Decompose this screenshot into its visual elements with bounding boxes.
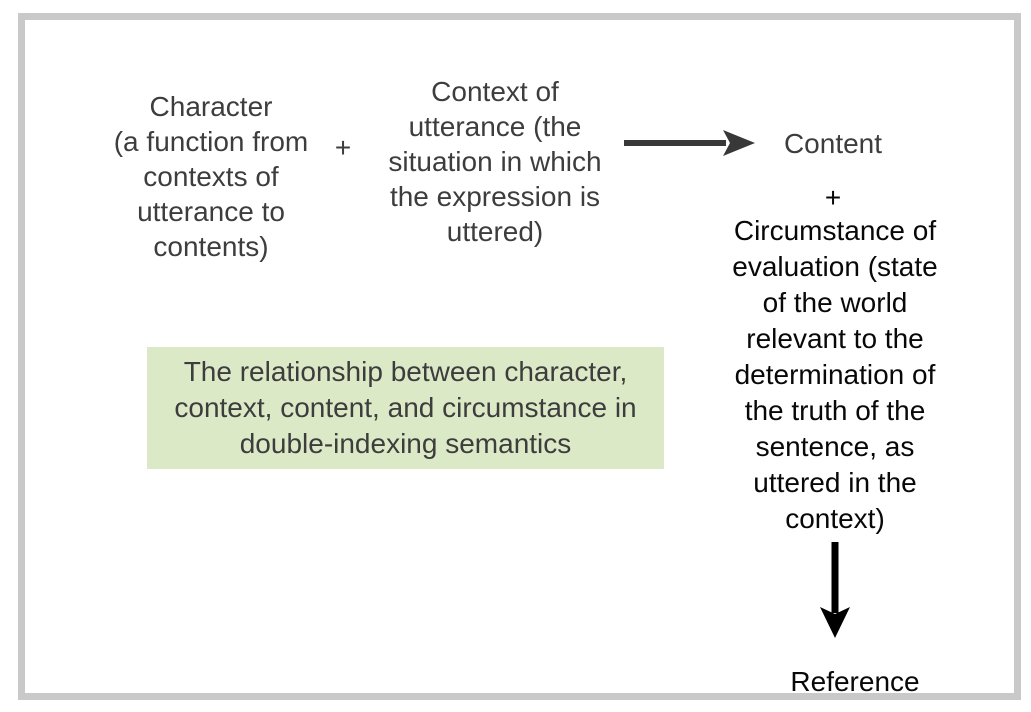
down-arrow-icon xyxy=(820,542,850,638)
circumstance-of-evaluation-label: Circumstance of evaluation (state of the… xyxy=(732,215,938,534)
caption-box: The relationship between character, cont… xyxy=(147,347,664,469)
right-arrow-icon xyxy=(624,130,755,156)
reference-label: Reference xyxy=(790,666,920,697)
content-label: Content xyxy=(783,128,883,159)
plus-operator-right: + xyxy=(824,182,842,213)
context-of-utterance-label: Context of utterance (the situation in w… xyxy=(388,76,602,247)
figure-frame: Character (a function from contexts of u… xyxy=(18,13,1021,700)
caption-text: The relationship between character, cont… xyxy=(174,356,637,459)
character-label: Character (a function from contexts of u… xyxy=(113,91,309,262)
plus-operator-left: + xyxy=(334,132,352,163)
